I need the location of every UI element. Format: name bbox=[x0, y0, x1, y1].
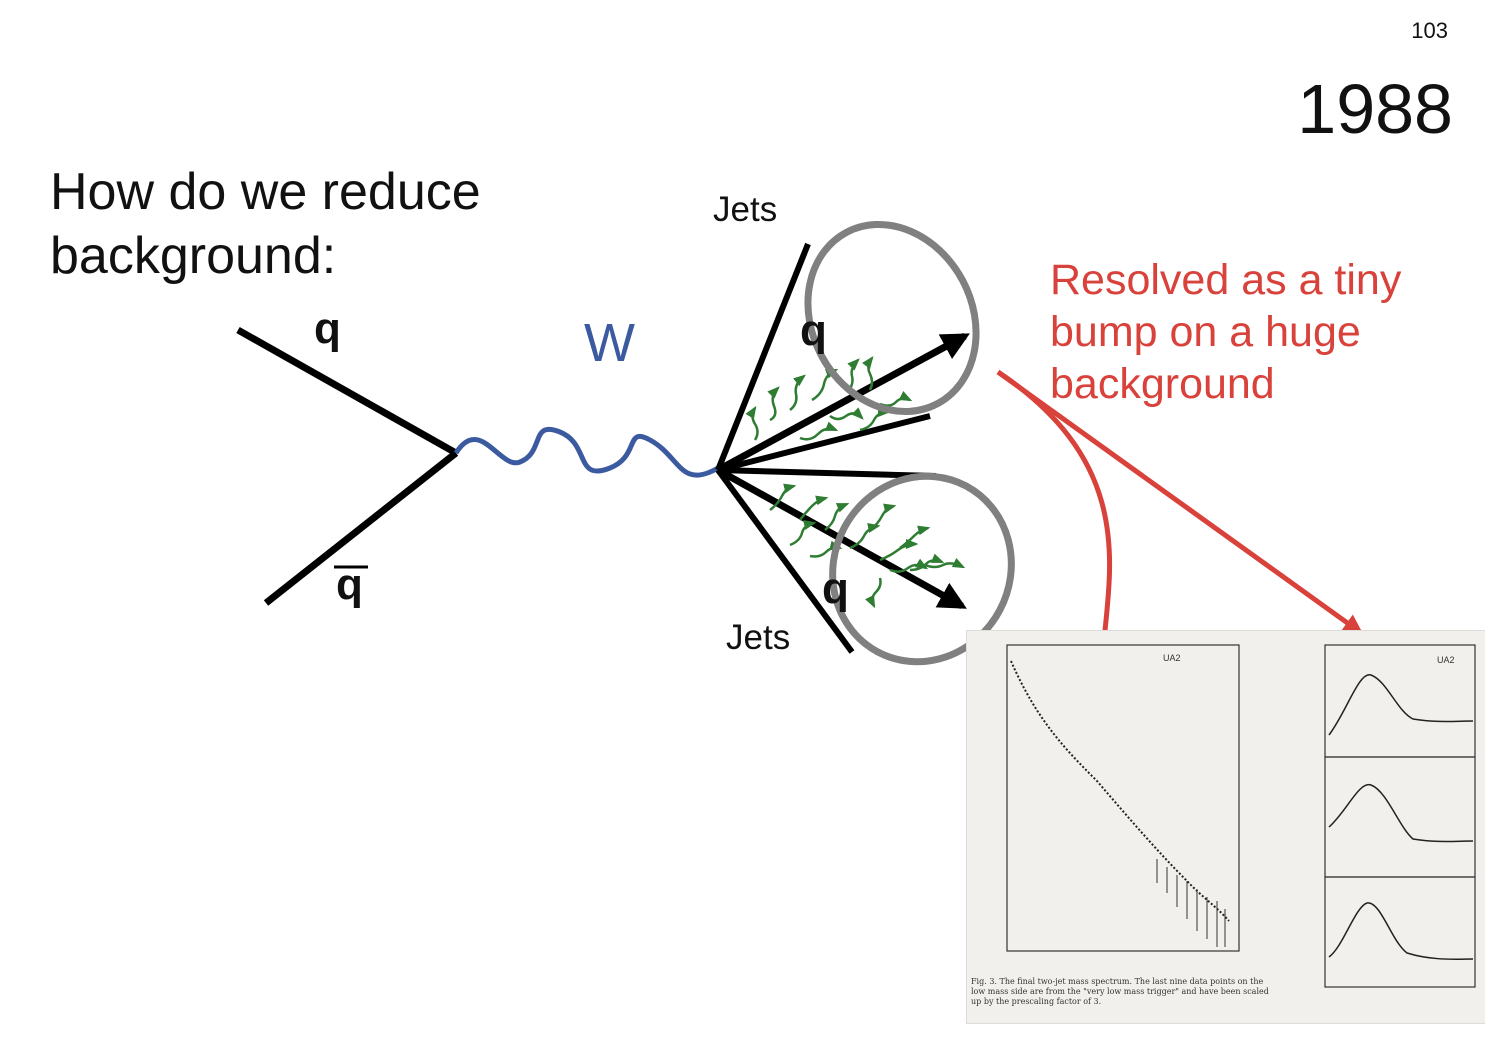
annotation-text: Resolved as a tiny bump on a huge backgr… bbox=[1050, 256, 1402, 408]
w-boson-propagator bbox=[453, 427, 720, 478]
bump-b bbox=[1328, 784, 1474, 843]
year-heading: 1988 bbox=[1297, 70, 1453, 148]
mass-spectrum-curve bbox=[1010, 660, 1230, 922]
jets-label-top: Jets bbox=[713, 190, 778, 229]
question-text: How do we reduce background: bbox=[50, 163, 481, 285]
left-plot-label: UA2 bbox=[1163, 653, 1181, 663]
jets-label-bottom: Jets bbox=[726, 618, 791, 657]
bump-c bbox=[1328, 902, 1474, 960]
jet-cone-top bbox=[804, 220, 980, 416]
right-plot-frame-c bbox=[1324, 876, 1476, 988]
right-plot-frame-b bbox=[1324, 756, 1476, 878]
right-plot-label: UA2 bbox=[1437, 655, 1455, 665]
outgoing-quark-label-bottom: q bbox=[822, 564, 849, 613]
left-plot-frame bbox=[1006, 644, 1240, 952]
scanned-ua2-figure: UA2 UA2 Fig. 3. The final two-jet mass s… bbox=[966, 630, 1485, 1024]
w-boson-label: W bbox=[584, 313, 635, 373]
outgoing-quark-label-top: q bbox=[800, 306, 827, 355]
jet-cone-bottom bbox=[829, 472, 1015, 666]
incoming-quark-line bbox=[236, 326, 458, 457]
incoming-antiquark-line bbox=[263, 450, 459, 606]
figure-caption: Fig. 3. The final two-jet mass spectrum.… bbox=[971, 977, 1269, 1006]
annotation-arrow-straight bbox=[996, 369, 1364, 635]
bump-a bbox=[1328, 674, 1474, 736]
quark-label: q bbox=[314, 304, 341, 353]
outgoing-quark-arrow-top bbox=[716, 332, 970, 474]
jet-lines bbox=[715, 242, 937, 654]
page-number: 103 bbox=[1411, 18, 1448, 43]
antiquark-label: q bbox=[336, 560, 363, 609]
